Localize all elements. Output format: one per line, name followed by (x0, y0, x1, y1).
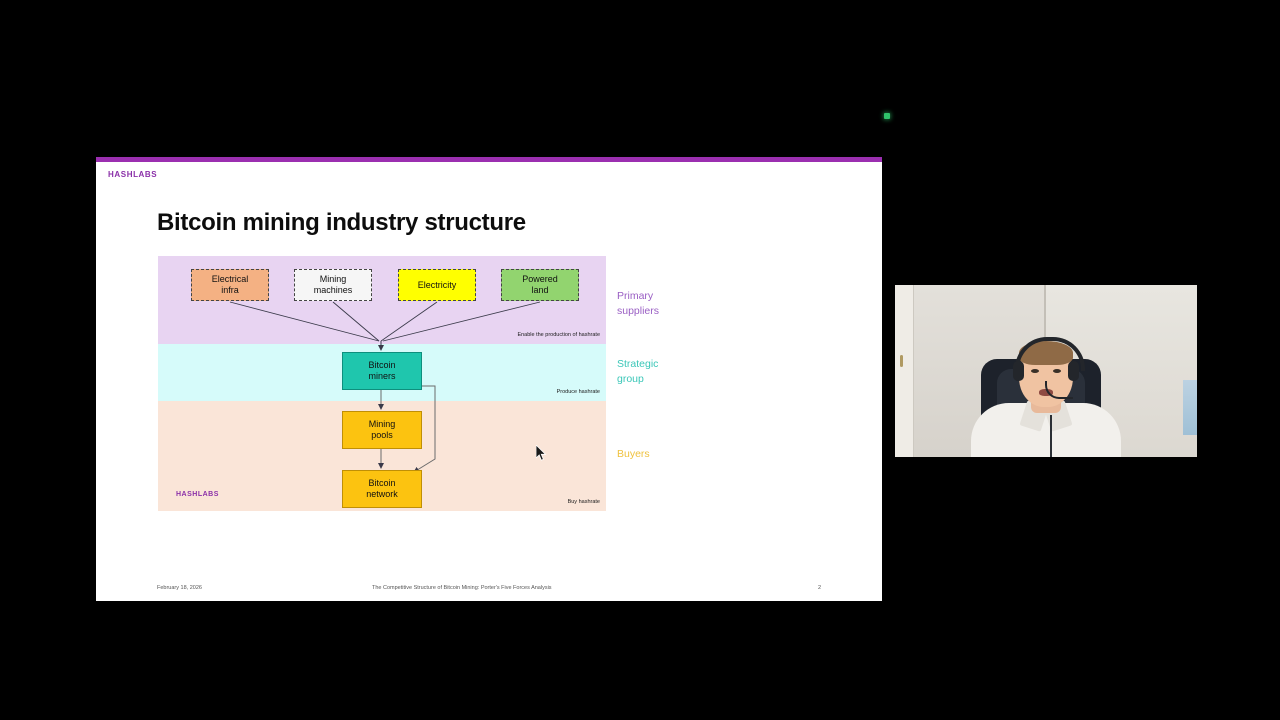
presenter-eye-left (1031, 369, 1039, 373)
slide-accent-bar (96, 157, 882, 162)
category-line-2: group (617, 373, 644, 385)
presenter-mouth (1039, 389, 1053, 396)
caption-enable-production: Enable the production of hashrate (517, 332, 600, 338)
footer-date: February 18, 2026 (157, 585, 202, 591)
footer-deck-title: The Competitive Structure of Bitcoin Min… (372, 585, 552, 591)
background-door (895, 285, 914, 457)
headset-earcup-left (1013, 361, 1024, 381)
node-label: Electricity (417, 279, 457, 290)
diagram-watermark-logo: HASHLABS (176, 491, 219, 498)
caption-buy-hashrate: Buy hashrate (567, 499, 600, 505)
caption-produce-hashrate: Produce hashrate (556, 389, 600, 395)
category-label-buyers: Buyers (617, 447, 650, 462)
presentation-slide[interactable]: HASHLABS Bitcoin mining industry structu… (96, 157, 882, 601)
category-line-2: suppliers (617, 305, 660, 317)
category-line-1: Strategic (617, 358, 659, 370)
category-label-primary-suppliers: Primary suppliers (617, 289, 659, 319)
presenter-video-feed[interactable] (895, 285, 1197, 457)
diagram-arrows (229, 301, 541, 473)
background-window (1183, 380, 1197, 435)
headset-earcup-right (1068, 361, 1079, 381)
category-line-1: Buyers (617, 448, 650, 460)
category-line-1: Primary (617, 290, 654, 302)
slide-brand-logo: HASHLABS (108, 170, 158, 179)
recording-indicator-dot (884, 113, 890, 119)
presenter-eye-right (1053, 369, 1061, 373)
door-handle (900, 355, 903, 367)
headset-microphone-boom (1045, 381, 1073, 399)
headset-cable (1050, 415, 1052, 457)
category-label-strategic-group: Strategic group (617, 357, 658, 387)
footer-page-number: 2 (818, 585, 822, 591)
slide-title: Bitcoin mining industry structure (157, 209, 526, 236)
node-electricity[interactable]: Electricity (398, 269, 476, 301)
